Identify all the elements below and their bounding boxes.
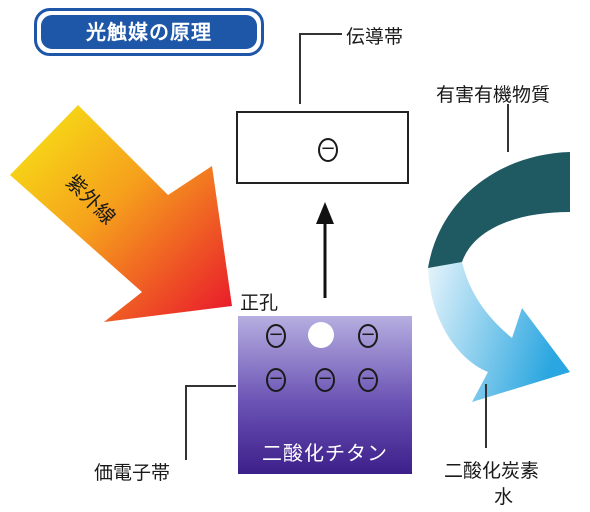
- leader-valence-band: [185, 385, 236, 460]
- titanium-dioxide-block: − − − − − 二酸化チタン: [238, 316, 412, 474]
- valence-band-label: 価電子帯: [94, 462, 171, 484]
- electron-icon: −: [358, 368, 378, 392]
- hole-icon: [308, 322, 334, 348]
- conduction-band-box: −: [236, 111, 409, 184]
- excitation-arrow-head: [316, 202, 334, 224]
- products-label-line2: 水: [494, 486, 514, 508]
- electron-icon: −: [318, 138, 338, 162]
- products-arrow: [428, 262, 570, 402]
- electron-icon: −: [315, 368, 335, 392]
- uv-light-arrow: [10, 105, 232, 322]
- hole-label: 正孔: [240, 292, 279, 314]
- organic-matter-label: 有害有機物質: [436, 84, 551, 106]
- conduction-band-label: 伝導帯: [346, 26, 404, 48]
- organic-matter-arrow: [428, 152, 570, 268]
- title-badge: 光触媒の原理: [34, 8, 264, 56]
- electron-icon: −: [266, 324, 286, 348]
- electron-icon: −: [266, 368, 286, 392]
- diagram-title: 光触媒の原理: [41, 15, 257, 49]
- leader-conduction-band: [299, 33, 342, 104]
- titanium-dioxide-label: 二酸化チタン: [262, 441, 388, 465]
- products-label-line1: 二酸化炭素: [444, 460, 540, 482]
- electron-icon: −: [358, 324, 378, 348]
